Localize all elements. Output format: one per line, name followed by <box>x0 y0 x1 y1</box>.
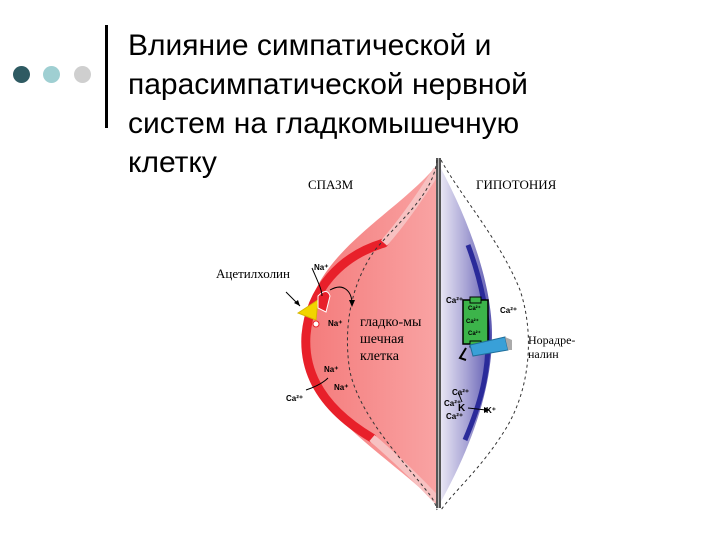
slide-title: Влияние симпатической и парасимпатическо… <box>128 26 608 182</box>
ion-ca-bottom-3: Ca²⁺ <box>446 412 464 421</box>
cell-label: гладко-мы шечная клетка <box>360 314 421 365</box>
title-line-3: систем на гладкомышечную <box>128 107 520 140</box>
ion-ca-right-1: Ca²⁺ <box>446 296 464 305</box>
noradrenaline-label: Норадре- налин <box>528 333 575 361</box>
ion-ca-bottom-1: Ca²⁺ <box>452 388 470 397</box>
ion-na-low-2: Na⁺ <box>334 383 349 392</box>
spasm-cell-body <box>306 165 437 505</box>
decor-dot-teal <box>43 66 60 83</box>
ion-ca-green-3: Ca²⁺ <box>468 331 481 337</box>
decor-dot-dark <box>13 66 30 83</box>
noradrenaline-line-1: Норадре- <box>528 333 576 347</box>
cell-label-line-2: шечная <box>360 332 404 347</box>
ion-ca-left: Ca²⁺ <box>286 394 304 403</box>
title-line-1: Влияние симпатической и <box>128 29 492 62</box>
ion-ca-green-1: Ca²⁺ <box>468 306 481 312</box>
ion-k-1: K <box>458 403 466 414</box>
decor-dot-gray <box>74 66 91 83</box>
noradrenaline-line-2: налин <box>528 347 559 361</box>
title-divider <box>105 25 108 128</box>
acetylcholine-triangle <box>296 299 319 321</box>
ion-na-mid: Na⁺ <box>328 319 343 328</box>
na-entry-arrow <box>311 267 323 297</box>
ion-na-low-1: Na⁺ <box>324 365 339 374</box>
spasm-header: СПАЗМ <box>308 177 354 192</box>
cell-label-line-3: клетка <box>360 349 399 364</box>
ca-entry-arrow <box>305 377 329 391</box>
ion-ca-bottom-2: Ca²⁺ <box>444 399 462 408</box>
spasm-membrane <box>301 238 389 443</box>
receptor-bracket <box>317 291 331 313</box>
ion-k-2: K⁺ <box>486 406 496 415</box>
cell-label-line-1: гладко-мы <box>360 315 422 330</box>
spasm-membrane-fade-top <box>381 167 441 246</box>
ion-ca-right-2: Ca²⁺ <box>500 306 518 315</box>
ion-ca-green-2: Ca²⁺ <box>466 319 479 325</box>
acetylcholine-label: Ацетилхолин <box>216 266 290 281</box>
ion-na-top: Na⁺ <box>314 263 329 272</box>
hypotonia-header: ГИПОТОНИЯ <box>476 177 557 192</box>
title-line-2: парасимпатической нервной <box>128 68 528 101</box>
title-line-4: клетку <box>128 146 217 179</box>
right-dashed-outline <box>440 159 529 511</box>
spasm-membrane-fade-bottom <box>369 434 440 503</box>
